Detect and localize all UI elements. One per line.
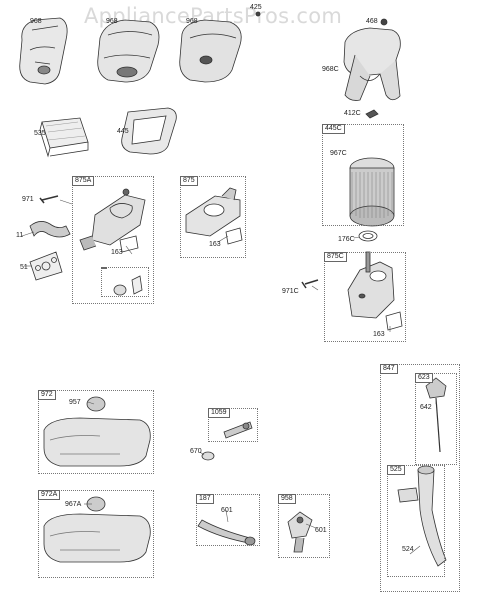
group-187: 187 601 [196, 494, 260, 546]
label-176c: 176C [338, 236, 355, 243]
group-445c-tag: 445C [322, 124, 345, 134]
screw-412c [365, 109, 379, 119]
label-968c: 968C [322, 66, 339, 73]
group-875c-tag: 875C [324, 252, 347, 262]
group-525-tag: 525 [387, 465, 405, 475]
group-972a-tag: 972A [38, 490, 61, 500]
pre-cleaner-535 [39, 117, 89, 158]
label-425: 425 [250, 4, 262, 11]
label-957: 957 [69, 399, 81, 406]
group-847-tag: 847 [380, 364, 398, 374]
group-1059-tag: 1059 [208, 408, 230, 418]
label-967a: 967A [65, 501, 82, 508]
group-972-tag: 972 [38, 390, 56, 400]
gasket-51 [29, 251, 63, 281]
group-972: 972 957 [38, 390, 154, 474]
label-535: 535 [34, 130, 46, 137]
label-163-c: 163 [373, 331, 385, 338]
pleated-filter-445c [349, 157, 395, 227]
label-971: 971 [22, 196, 34, 203]
label-601-b: 601 [315, 527, 327, 534]
group-445c: 445C [322, 124, 404, 226]
label-11: 11 [16, 232, 24, 239]
gasket-176c [358, 230, 378, 242]
group-623: 623 642 [415, 373, 457, 465]
air-cleaner-base-875a [79, 188, 146, 251]
part-976-piece [113, 275, 143, 296]
air-cleaner-cover-968-c [179, 19, 242, 83]
air-cleaner-cover-968c [343, 27, 401, 101]
gasket-163a [119, 235, 139, 253]
leader-lines [21, 199, 437, 555]
hose-11 [29, 221, 71, 238]
label-642: 642 [420, 404, 432, 411]
label-524: 524 [402, 546, 414, 553]
group-976-tag [101, 267, 107, 269]
label-51: 51 [20, 264, 28, 271]
group-976 [101, 267, 149, 297]
label-163-a: 163 [111, 249, 123, 256]
group-875a: 875A 163 [72, 176, 154, 304]
group-847: 847 623 642 525 524 [380, 364, 460, 592]
air-cleaner-base-875c [347, 251, 395, 319]
group-875a-tag: 875A [72, 176, 95, 186]
group-958-tag: 958 [278, 494, 296, 504]
valve-958 [287, 511, 313, 553]
group-875c: 875C 163 [324, 252, 406, 342]
air-cleaner-cover-968-b [97, 19, 160, 83]
label-163-b: 163 [209, 241, 221, 248]
label-968-b: 968 [106, 18, 118, 25]
label-968-c: 968 [186, 18, 198, 25]
bolt-971c [301, 279, 319, 289]
label-601-a: 601 [221, 507, 233, 514]
bolt-971 [39, 195, 59, 204]
label-968-a: 968 [30, 18, 42, 25]
group-623-tag: 623 [415, 373, 433, 383]
gasket-163c [385, 311, 403, 331]
fuel-tank-972 [43, 396, 151, 467]
air-cleaner-cover-968-a [19, 17, 68, 85]
shutoff-valve-1059 [223, 421, 253, 439]
label-971c: 971C [282, 288, 299, 295]
group-972a: 972A 967A [38, 490, 154, 578]
group-875: 875 163 [180, 176, 246, 258]
group-958: 958 601 [278, 494, 330, 558]
gasket-163b [225, 227, 243, 245]
label-670: 670 [190, 448, 202, 455]
group-187-tag: 187 [196, 494, 214, 504]
label-468: 468 [366, 18, 378, 25]
clamp-670 [201, 451, 215, 461]
group-875-tag: 875 [180, 176, 198, 186]
oil-fill-tube-524 [397, 465, 447, 567]
fuel-line-187 [197, 519, 256, 546]
group-525: 525 524 [387, 465, 445, 577]
dipstick-642 [425, 377, 447, 453]
label-412c: 412C [344, 110, 361, 117]
group-1059: 1059 [208, 408, 258, 442]
label-445: 445 [117, 128, 129, 135]
filter-445 [121, 107, 177, 155]
air-cleaner-base-875 [185, 187, 241, 237]
label-967c: 967C [330, 150, 347, 157]
